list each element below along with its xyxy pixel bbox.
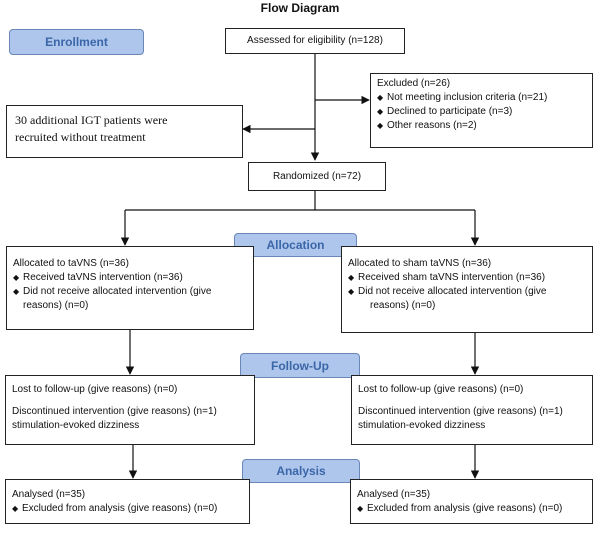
allocation-right-received: ◆Received sham taVNS intervention (n=36) <box>348 272 546 283</box>
diamond-bullet-icon: ◆ <box>377 93 384 102</box>
excluded-box: Excluded (n=26) ◆Not meeting inclusion c… <box>370 73 593 148</box>
diamond-bullet-icon: ◆ <box>377 107 384 116</box>
followup-right-discontinued: Discontinued intervention (give reasons)… <box>358 406 563 417</box>
excluded-item: ◆Not meeting inclusion criteria (n=21) <box>377 91 586 105</box>
followup-right-reason: stimulation-evoked dizziness <box>358 420 486 431</box>
excluded-title: Excluded (n=26) <box>377 78 451 89</box>
followup-left-lost: Lost to follow-up (give reasons) (n=0) <box>12 384 178 395</box>
diagram-title: Flow Diagram <box>260 1 340 15</box>
allocation-right-title: Allocated to sham taVNS (n=36) <box>348 258 492 269</box>
diamond-bullet-icon: ◆ <box>348 273 355 282</box>
followup-right-box: Lost to follow-up (give reasons) (n=0) D… <box>351 375 593 445</box>
randomized-text: Randomized (n=72) <box>272 170 362 182</box>
analysis-left-excluded: ◆Excluded from analysis (give reasons) (… <box>12 503 218 514</box>
stage-followup: Follow-Up <box>240 353 360 378</box>
diamond-bullet-icon: ◆ <box>357 504 364 513</box>
analysis-right-analysed: Analysed (n=35) <box>357 489 431 500</box>
diamond-bullet-icon: ◆ <box>377 121 384 130</box>
allocation-left-title: Allocated to taVNS (n=36) <box>13 258 129 269</box>
excluded-item: ◆Other reasons (n=2) <box>377 119 586 133</box>
assessed-text: Assessed for eligibility (n=128) <box>247 35 383 46</box>
allocation-right-box: Allocated to sham taVNS (n=36) ◆Received… <box>341 246 593 333</box>
stage-allocation: Allocation <box>234 233 357 257</box>
analysis-right-excluded: ◆Excluded from analysis (give reasons) (… <box>357 503 563 514</box>
excluded-item: ◆Declined to participate (n=3) <box>377 105 586 119</box>
diamond-bullet-icon: ◆ <box>348 287 355 296</box>
analysis-left-box: Analysed (n=35) ◆Excluded from analysis … <box>5 479 250 524</box>
diamond-bullet-icon: ◆ <box>13 273 20 282</box>
randomized-box: Randomized (n=72) <box>248 162 386 191</box>
allocation-left-box: Allocated to taVNS (n=36) ◆Received taVN… <box>6 246 254 330</box>
stage-enrollment: Enrollment <box>9 29 144 55</box>
stage-analysis: Analysis <box>242 459 360 483</box>
followup-right-lost: Lost to follow-up (give reasons) (n=0) <box>358 384 524 395</box>
assessed-box: Assessed for eligibility (n=128) <box>225 28 405 54</box>
excluded-item-text: Other reasons (n=2) <box>387 120 477 131</box>
diamond-bullet-icon: ◆ <box>13 287 20 296</box>
followup-left-reason: stimulation-evoked dizziness <box>12 420 140 431</box>
allocation-left-received: ◆Received taVNS intervention (n=36) <box>13 272 183 283</box>
allocation-left-not-received-cont: reasons) (n=0) <box>23 300 89 311</box>
excluded-item-text: Declined to participate (n=3) <box>387 106 513 117</box>
additional-line2: recruited without treatment <box>15 130 146 144</box>
allocation-right-not-received: ◆Did not receive allocated intervention … <box>348 286 547 297</box>
allocation-left-not-received: ◆Did not receive allocated intervention … <box>13 286 212 297</box>
followup-left-box: Lost to follow-up (give reasons) (n=0) D… <box>5 375 255 445</box>
additional-box: 30 additional IGT patients were recruite… <box>6 105 243 158</box>
allocation-right-not-received-cont: reasons) (n=0) <box>370 300 436 311</box>
additional-line1: 30 additional IGT patients were <box>15 113 168 127</box>
followup-left-discontinued: Discontinued intervention (give reasons)… <box>12 406 217 417</box>
diamond-bullet-icon: ◆ <box>12 504 19 513</box>
excluded-item-text: Not meeting inclusion criteria (n=21) <box>387 92 548 103</box>
analysis-right-box: Analysed (n=35) ◆Excluded from analysis … <box>350 479 593 524</box>
analysis-left-analysed: Analysed (n=35) <box>12 489 86 500</box>
